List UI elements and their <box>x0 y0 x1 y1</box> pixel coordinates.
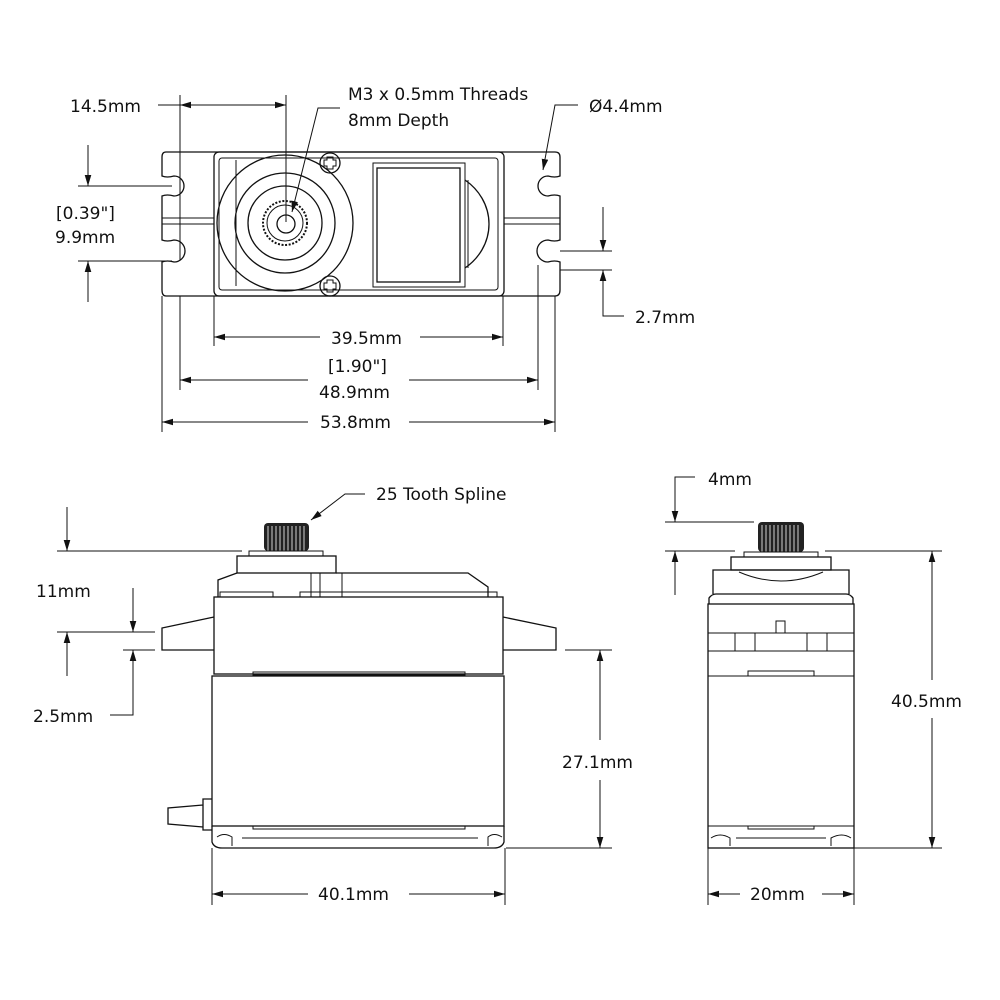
dim-horn-offset: 14.5mm <box>70 97 141 117</box>
dim-body-length: 40.1mm <box>318 885 389 905</box>
note-thread-depth: 8mm Depth <box>348 111 449 131</box>
note-threads: M3 x 0.5mm Threads <box>348 85 528 105</box>
dim-body-width: 39.5mm <box>331 329 402 349</box>
dim-hole-center-spacing-in: [1.90"] <box>328 357 387 377</box>
top-body-outline <box>213 151 505 297</box>
dim-hole-diameter: Ø4.4mm <box>589 97 663 117</box>
side-view: 4mm 40.5mm 20mm <box>665 470 962 905</box>
side-body <box>707 603 855 849</box>
top-view: 14.5mm M3 x 0.5mm Threads 8mm Depth Ø4.4… <box>55 85 695 433</box>
dim-total-height: 40.5mm <box>891 692 962 712</box>
screw-icon <box>319 152 341 174</box>
dim-spline-height: 4mm <box>708 470 752 490</box>
dim-hole-spacing-mm: 9.9mm <box>55 228 115 248</box>
dim-body-depth: 20mm <box>750 885 805 905</box>
label-window <box>376 167 461 283</box>
dim-hole-center-spacing-mm: 48.9mm <box>319 383 390 403</box>
dim-flange-to-bottom: 27.1mm <box>562 753 633 773</box>
cable-connector <box>167 798 212 831</box>
dim-flange-thickness: 2.5mm <box>33 707 93 727</box>
screw-icon <box>319 275 341 297</box>
output-horn <box>216 154 354 292</box>
front-lower-body <box>211 675 505 827</box>
dim-hole-spacing-in: [0.39"] <box>56 204 115 224</box>
dim-overall-length: 53.8mm <box>320 413 391 433</box>
front-upper-body <box>213 596 504 675</box>
dim-slot-width: 2.7mm <box>635 308 695 328</box>
spline <box>264 523 309 551</box>
note-spline: 25 Tooth Spline <box>376 485 506 505</box>
top-flange-outline <box>161 151 561 297</box>
dim-top-to-flange: 11mm <box>36 582 91 602</box>
side-spline <box>758 522 804 552</box>
front-view: 25 Tooth Spline 11mm 2.5mm 27.1mm 40.1mm <box>33 485 633 905</box>
